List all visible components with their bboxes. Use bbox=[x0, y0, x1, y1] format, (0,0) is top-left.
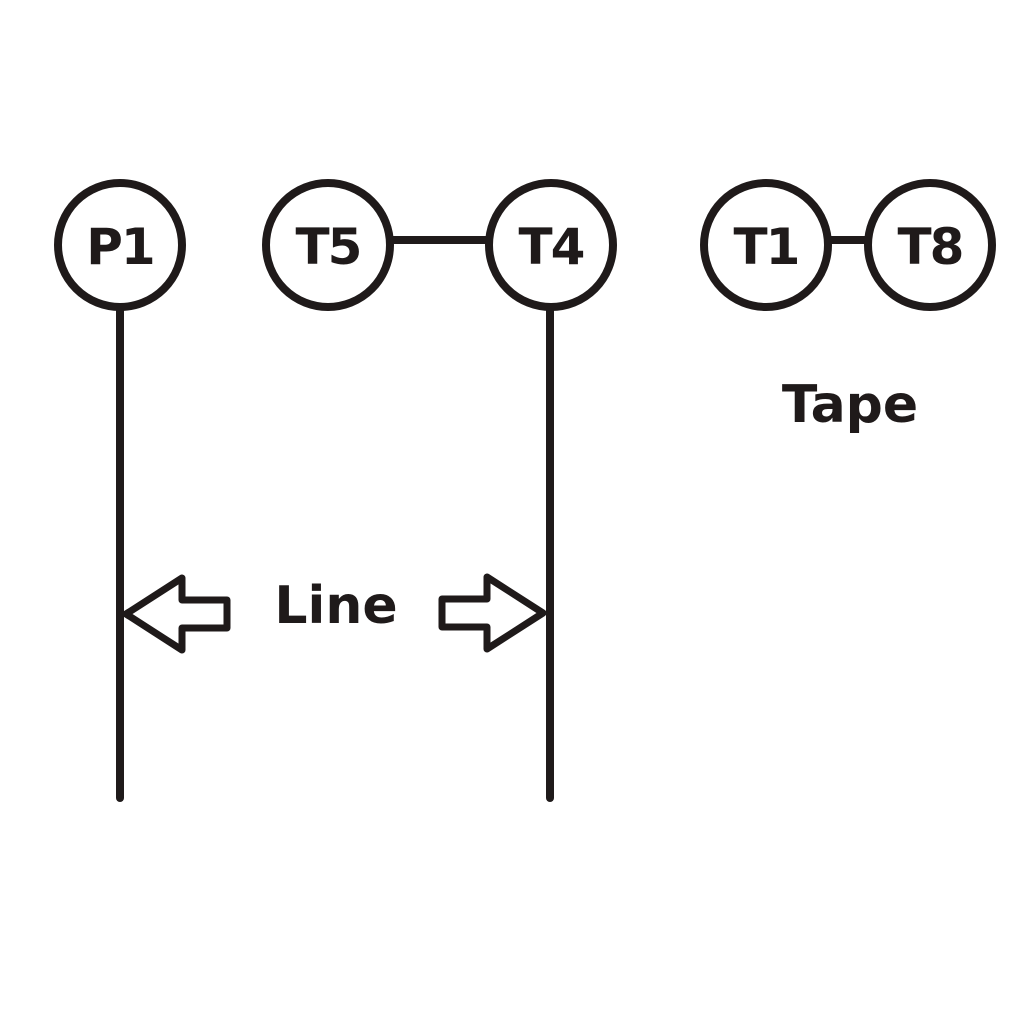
node-p1: P1 bbox=[54, 179, 186, 311]
node-p1-ring bbox=[54, 179, 186, 311]
node-t1-label: T1 bbox=[734, 218, 799, 276]
node-t1-ring bbox=[700, 179, 832, 311]
node-p1-label: P1 bbox=[86, 218, 153, 276]
node-t4: T4 bbox=[485, 179, 617, 311]
node-t5: T5 bbox=[262, 179, 394, 311]
node-t8-label: T8 bbox=[898, 218, 963, 276]
node-t4-label: T4 bbox=[519, 218, 584, 276]
tape-label: Tape bbox=[782, 375, 918, 435]
line-label: Line bbox=[274, 576, 397, 636]
node-t1: T1 bbox=[700, 179, 832, 311]
arrow-left-icon bbox=[122, 574, 231, 654]
node-t8: T8 bbox=[864, 179, 996, 311]
arrow-right-icon bbox=[438, 573, 547, 653]
node-t5-label: T5 bbox=[296, 218, 361, 276]
node-t5-ring bbox=[262, 179, 394, 311]
node-t8-ring bbox=[864, 179, 996, 311]
node-t4-ring bbox=[485, 179, 617, 311]
